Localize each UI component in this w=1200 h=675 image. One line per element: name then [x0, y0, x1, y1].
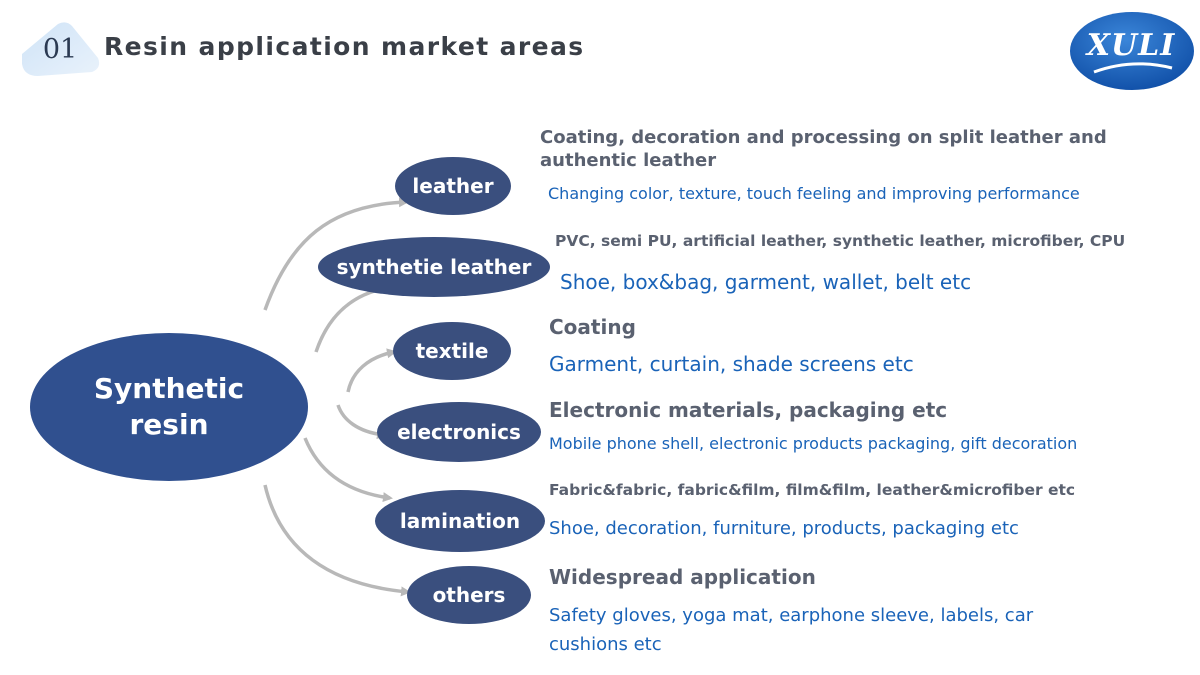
hub-synthetic-resin: Synthetic resin — [30, 333, 308, 481]
arrow-to-synthetie-leather — [314, 281, 407, 353]
node-leather: leather — [395, 157, 511, 215]
node-label: leather — [412, 174, 494, 198]
xuli-logo — [1070, 12, 1194, 90]
node-others: others — [407, 566, 531, 624]
node-label: others — [432, 583, 506, 607]
node-electronics: electronics — [377, 402, 541, 462]
others-description: Safety gloves, yoga mat, earphone sleeve… — [549, 605, 1034, 655]
textile-heading: Coating — [549, 315, 636, 339]
others-heading: Widespread application — [549, 565, 816, 589]
node-textile: textile — [393, 322, 511, 380]
synthetie-leather-description: Shoe, box&bag, garment, wallet, belt etc — [560, 270, 972, 294]
node-label: synthetie leather — [336, 255, 532, 279]
leather-heading: Coating, decoration and processing on sp… — [540, 127, 1107, 171]
node-label: electronics — [397, 420, 521, 444]
hub-label-line2: resin — [129, 408, 209, 441]
synthetie-leather-heading: PVC, semi PU, artificial leather, synthe… — [555, 232, 1126, 250]
hub-label-line1: Synthetic — [93, 372, 245, 405]
electronics-heading: Electronic materials, packaging etc — [549, 398, 948, 422]
section-number: 01 — [42, 34, 78, 65]
arrow-to-others — [263, 484, 411, 597]
logo-text: XULI — [1086, 28, 1176, 63]
arrow-to-leather — [263, 197, 409, 311]
number-badge-shape — [22, 22, 100, 76]
node-label: lamination — [399, 509, 521, 533]
electronics-description: Mobile phone shell, electronic products … — [549, 434, 1078, 453]
textile-description: Garment, curtain, shade screens etc — [549, 352, 914, 376]
node-label: textile — [415, 339, 489, 363]
node-lamination: lamination — [375, 490, 545, 552]
leather-description: Changing color, texture, touch feeling a… — [548, 184, 1080, 203]
lamination-heading: Fabric&fabric, fabric&film, film&film, l… — [549, 481, 1076, 499]
arrow-to-lamination — [303, 437, 393, 503]
node-synthetie-leather: synthetie leather — [318, 237, 550, 297]
lamination-description: Shoe, decoration, furniture, products, p… — [549, 518, 1019, 539]
page-title: Resin application market areas — [104, 32, 585, 61]
arrow-to-textile — [346, 348, 397, 393]
